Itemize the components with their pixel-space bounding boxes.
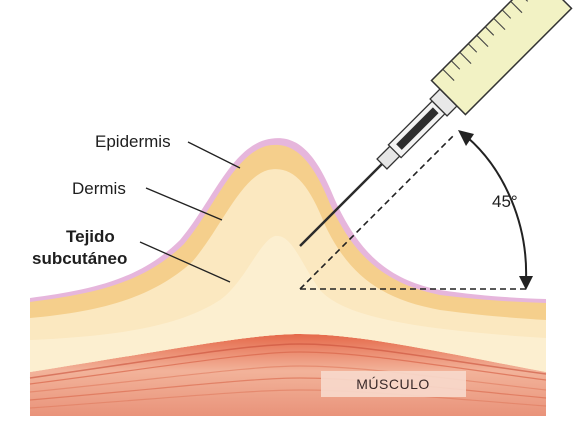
needle [299, 163, 383, 247]
arc-arrowhead-top [458, 130, 474, 146]
muscle-label: MÚSCULO [356, 376, 430, 392]
syringe-icon [376, 0, 573, 170]
angle-arc [466, 136, 528, 281]
subcutaneous-leader [139, 241, 231, 283]
subcutaneous-label-line2: subcutáneo [32, 249, 127, 268]
angle-label: 45° [492, 192, 518, 211]
epidermis-leader [187, 141, 241, 169]
epidermis-label: Epidermis [95, 132, 171, 151]
skin-fold [30, 138, 546, 372]
subcutaneous-label-line1: Tejido [66, 227, 115, 246]
needle-axis-line [299, 133, 456, 290]
muscle-label-box [321, 371, 466, 397]
dermis-leader [145, 187, 223, 221]
angle-reference [299, 130, 533, 290]
leader-lines [139, 141, 241, 283]
arc-arrowhead-bottom [519, 276, 533, 290]
dermis-label: Dermis [72, 179, 126, 198]
